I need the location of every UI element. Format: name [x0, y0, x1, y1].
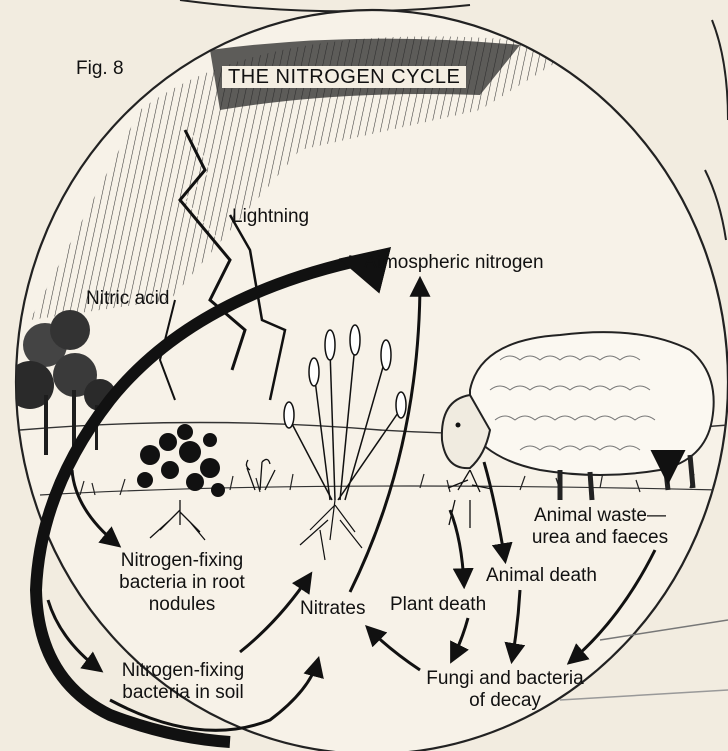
label-nitric-acid: Nitric acid: [86, 288, 169, 310]
label-animal-death: Animal death: [486, 565, 597, 587]
diagram-title: THE NITROGEN CYCLE: [222, 66, 466, 88]
neighbor-circle-top-edge: [180, 0, 470, 11]
label-animal-waste-line-2: urea and faeces: [510, 527, 690, 549]
label-decay: Fungi and bacteria of decay: [400, 668, 610, 712]
label-soil-bacteria: Nitrogen-fixing bacteria in soil: [98, 660, 268, 704]
label-plant-death: Plant death: [390, 594, 486, 616]
label-root-nodule-line-1: Nitrogen-fixing: [82, 550, 282, 572]
label-atmospheric-nitrogen: Atmospheric nitrogen: [364, 252, 544, 274]
label-decay-line-2: of decay: [400, 690, 610, 712]
figure-label: Fig. 8: [76, 58, 124, 80]
label-nitrates: Nitrates: [300, 598, 365, 620]
label-animal-waste: Animal waste— urea and faeces: [510, 505, 690, 549]
label-lightning: Lightning: [232, 206, 309, 228]
label-root-nodule-line-3: nodules: [82, 594, 282, 616]
label-soil-bacteria-line-1: Nitrogen-fixing: [98, 660, 268, 682]
label-animal-waste-line-1: Animal waste—: [510, 505, 690, 527]
label-soil-bacteria-line-2: bacteria in soil: [98, 682, 268, 704]
label-root-nodule-line-2: bacteria in root: [82, 572, 282, 594]
label-root-nodule-bacteria: Nitrogen-fixing bacteria in root nodules: [82, 550, 282, 616]
neighbor-circle-right-edge: [712, 20, 728, 120]
label-decay-line-1: Fungi and bacteria: [400, 668, 610, 690]
